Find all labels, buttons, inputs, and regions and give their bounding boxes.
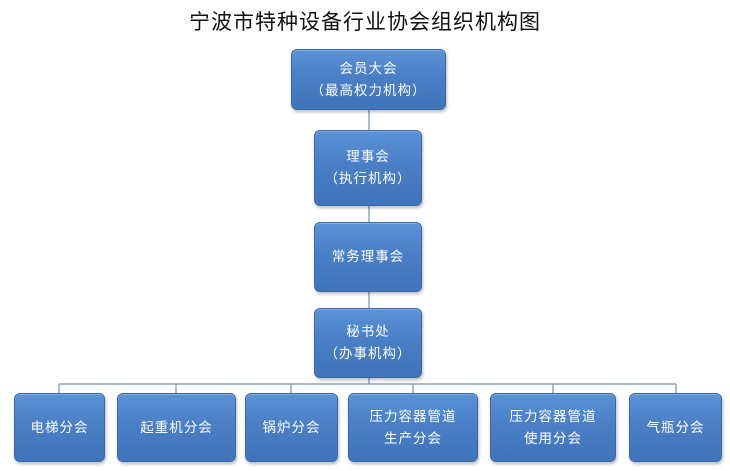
node-branch-pressure-production: 压力容器管道 生产分会 [348, 393, 478, 462]
node-council: 理事会 （执行机构） [314, 130, 422, 206]
node-branch-pressure-usage-line2: 使用分会 [524, 430, 582, 447]
node-branch-boiler: 锅炉分会 [245, 393, 338, 462]
node-standing-council-name: 常务理事会 [331, 249, 405, 265]
node-council-role: （执行机构） [324, 171, 412, 187]
node-branch-pressure-production-line1: 压力容器管道 [369, 408, 457, 425]
node-general-assembly: 会员大会 （最高权力机构） [291, 49, 446, 110]
node-branch-boiler-name: 锅炉分会 [262, 419, 321, 436]
node-branch-gas-cylinder-name: 气瓶分会 [646, 419, 705, 436]
node-branch-crane: 起重机分会 [117, 393, 236, 462]
node-secretariat-role: （办事机构） [324, 346, 412, 362]
node-secretariat-name: 秘书处 [346, 324, 390, 340]
node-branch-elevator-name: 电梯分会 [30, 419, 89, 436]
node-council-name: 理事会 [346, 149, 390, 165]
node-branch-pressure-production-line2: 生产分会 [384, 430, 442, 447]
node-secretariat: 秘书处 （办事机构） [314, 308, 422, 378]
node-general-assembly-role: （最高权力机构） [310, 82, 427, 99]
node-branch-pressure-usage: 压力容器管道 使用分会 [490, 393, 616, 462]
node-branch-elevator: 电梯分会 [14, 393, 105, 462]
node-general-assembly-name: 会员大会 [339, 60, 398, 77]
chart-title: 宁波市特种设备行业协会组织机构图 [189, 10, 541, 34]
node-standing-council: 常务理事会 [314, 222, 422, 292]
node-branch-gas-cylinder: 气瓶分会 [629, 393, 722, 462]
node-branch-pressure-usage-line1: 压力容器管道 [509, 408, 597, 425]
node-branch-crane-name: 起重机分会 [140, 419, 213, 436]
